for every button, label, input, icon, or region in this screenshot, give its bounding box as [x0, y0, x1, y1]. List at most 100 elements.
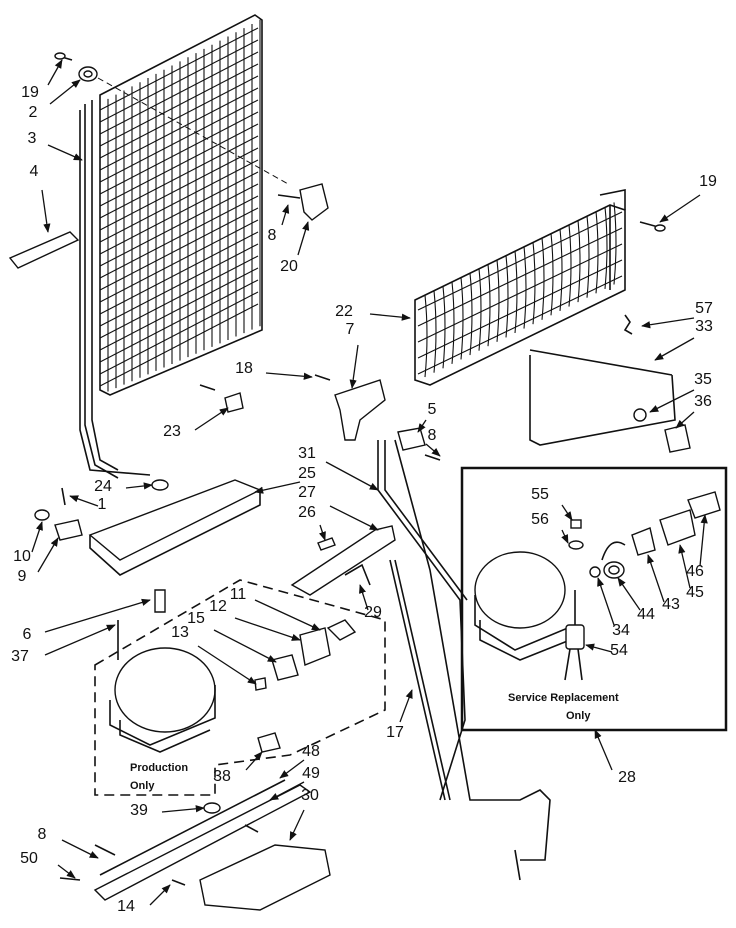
leader-line-26: [318, 524, 326, 541]
leader-line-6: [44, 598, 151, 633]
evaporator-coil: [414, 189, 626, 386]
leader-line-31: [325, 461, 379, 491]
leader-line-8: [61, 839, 99, 859]
callout-2: 2: [29, 104, 38, 121]
callout-57: 57: [695, 300, 713, 317]
leader-line-34: [597, 577, 615, 626]
loose-parts: [8, 52, 691, 911]
callout-44: 44: [637, 606, 655, 623]
callout-17: 17: [386, 724, 404, 741]
callout-6: 6: [23, 626, 32, 643]
leader-line-4: [41, 189, 51, 233]
callout-28: 28: [618, 769, 636, 786]
leader-line-49: [269, 781, 305, 801]
leader-line-36: [675, 411, 695, 429]
leader-line-10: [31, 521, 43, 553]
leader-line-50: [57, 864, 76, 879]
leader-line-28: [594, 729, 613, 771]
leader-line-1: [69, 495, 99, 507]
callout-55: 55: [531, 486, 549, 503]
callout-19: 19: [21, 84, 39, 101]
callout-36: 36: [694, 393, 712, 410]
leader-line-48: [279, 759, 305, 779]
leader-line-9: [37, 537, 59, 573]
leader-line-22: [369, 313, 411, 321]
callout-27: 27: [298, 484, 316, 501]
callout-56: 56: [531, 511, 549, 528]
leader-line-20: [297, 221, 310, 256]
callout-13: 13: [171, 624, 189, 641]
callout-24: 24: [94, 478, 112, 495]
callout-8: 8: [428, 427, 437, 444]
service-replacement-note-line2: Only: [566, 710, 591, 722]
callout-34: 34: [612, 622, 630, 639]
callout-35: 35: [694, 371, 712, 388]
leader-line-24: [125, 482, 153, 490]
leader-line-7: [349, 344, 359, 389]
leader-line-8: [281, 204, 290, 226]
callout-30: 30: [301, 787, 319, 804]
leader-line-19: [659, 194, 701, 223]
callout-45: 45: [686, 584, 704, 601]
callout-14: 14: [117, 898, 135, 915]
callout-19: 19: [699, 173, 717, 190]
leader-line-45: [678, 544, 691, 589]
callout-8: 8: [38, 826, 47, 843]
production-only-assembly: Production Only: [94, 579, 386, 796]
leader-line-23: [194, 407, 229, 431]
leader-line-56: [561, 529, 569, 544]
callout-1: 1: [98, 496, 107, 513]
service-replacement-note-line1: Service Replacement: [508, 692, 619, 704]
production-only-note-line2: Only: [130, 780, 155, 792]
leader-line-19: [47, 59, 63, 86]
leader-line-17: [399, 689, 413, 723]
leader-line-39: [161, 805, 205, 813]
callout-37: 37: [11, 648, 29, 665]
callout-5: 5: [428, 401, 437, 418]
callout-18: 18: [235, 360, 253, 377]
callout-54: 54: [610, 642, 628, 659]
callout-25: 25: [298, 465, 316, 482]
leader-line-18: [265, 372, 313, 380]
callout-31: 31: [298, 445, 316, 462]
leader-line-37: [44, 624, 116, 656]
leader-line-54: [585, 643, 613, 653]
callout-23: 23: [163, 423, 181, 440]
leader-line-14: [149, 884, 171, 906]
callout-11: 11: [230, 586, 247, 603]
leader-line-30: [289, 809, 305, 841]
leader-line-11: [254, 599, 321, 631]
callout-7: 7: [346, 321, 355, 338]
callout-49: 49: [302, 765, 320, 782]
callout-33: 33: [695, 318, 713, 335]
leader-line-5: [417, 419, 427, 433]
callout-15: 15: [187, 610, 205, 627]
leader-line-55: [561, 504, 573, 521]
leader-line-38: [245, 751, 263, 771]
leader-line-15: [213, 629, 277, 663]
leader-line-2: [49, 79, 81, 105]
leader-line-12: [234, 617, 301, 641]
callout-43: 43: [662, 596, 680, 613]
leader-line-46: [699, 514, 708, 567]
callout-39: 39: [130, 802, 148, 819]
leader-line-25: [254, 481, 301, 494]
callout-4: 4: [30, 163, 39, 180]
leader-line-43: [647, 554, 665, 603]
callout-12: 12: [209, 598, 227, 615]
callout-10: 10: [13, 548, 31, 565]
service-replacement-box: Service Replacement Only: [460, 466, 728, 732]
production-only-note-line1: Production: [130, 762, 188, 774]
leader-line-13: [197, 645, 257, 685]
leader-line-8: [425, 443, 441, 457]
callout-22: 22: [335, 303, 353, 320]
callout-29: 29: [364, 604, 382, 621]
leader-line-27: [329, 505, 379, 531]
leader-line-57: [641, 317, 695, 329]
leader-line-35: [649, 389, 695, 413]
leader-lines: [31, 59, 708, 906]
condenser-coil: [79, 14, 263, 479]
callout-9: 9: [18, 568, 27, 585]
leader-line-3: [47, 144, 83, 161]
callout-38: 38: [213, 768, 231, 785]
